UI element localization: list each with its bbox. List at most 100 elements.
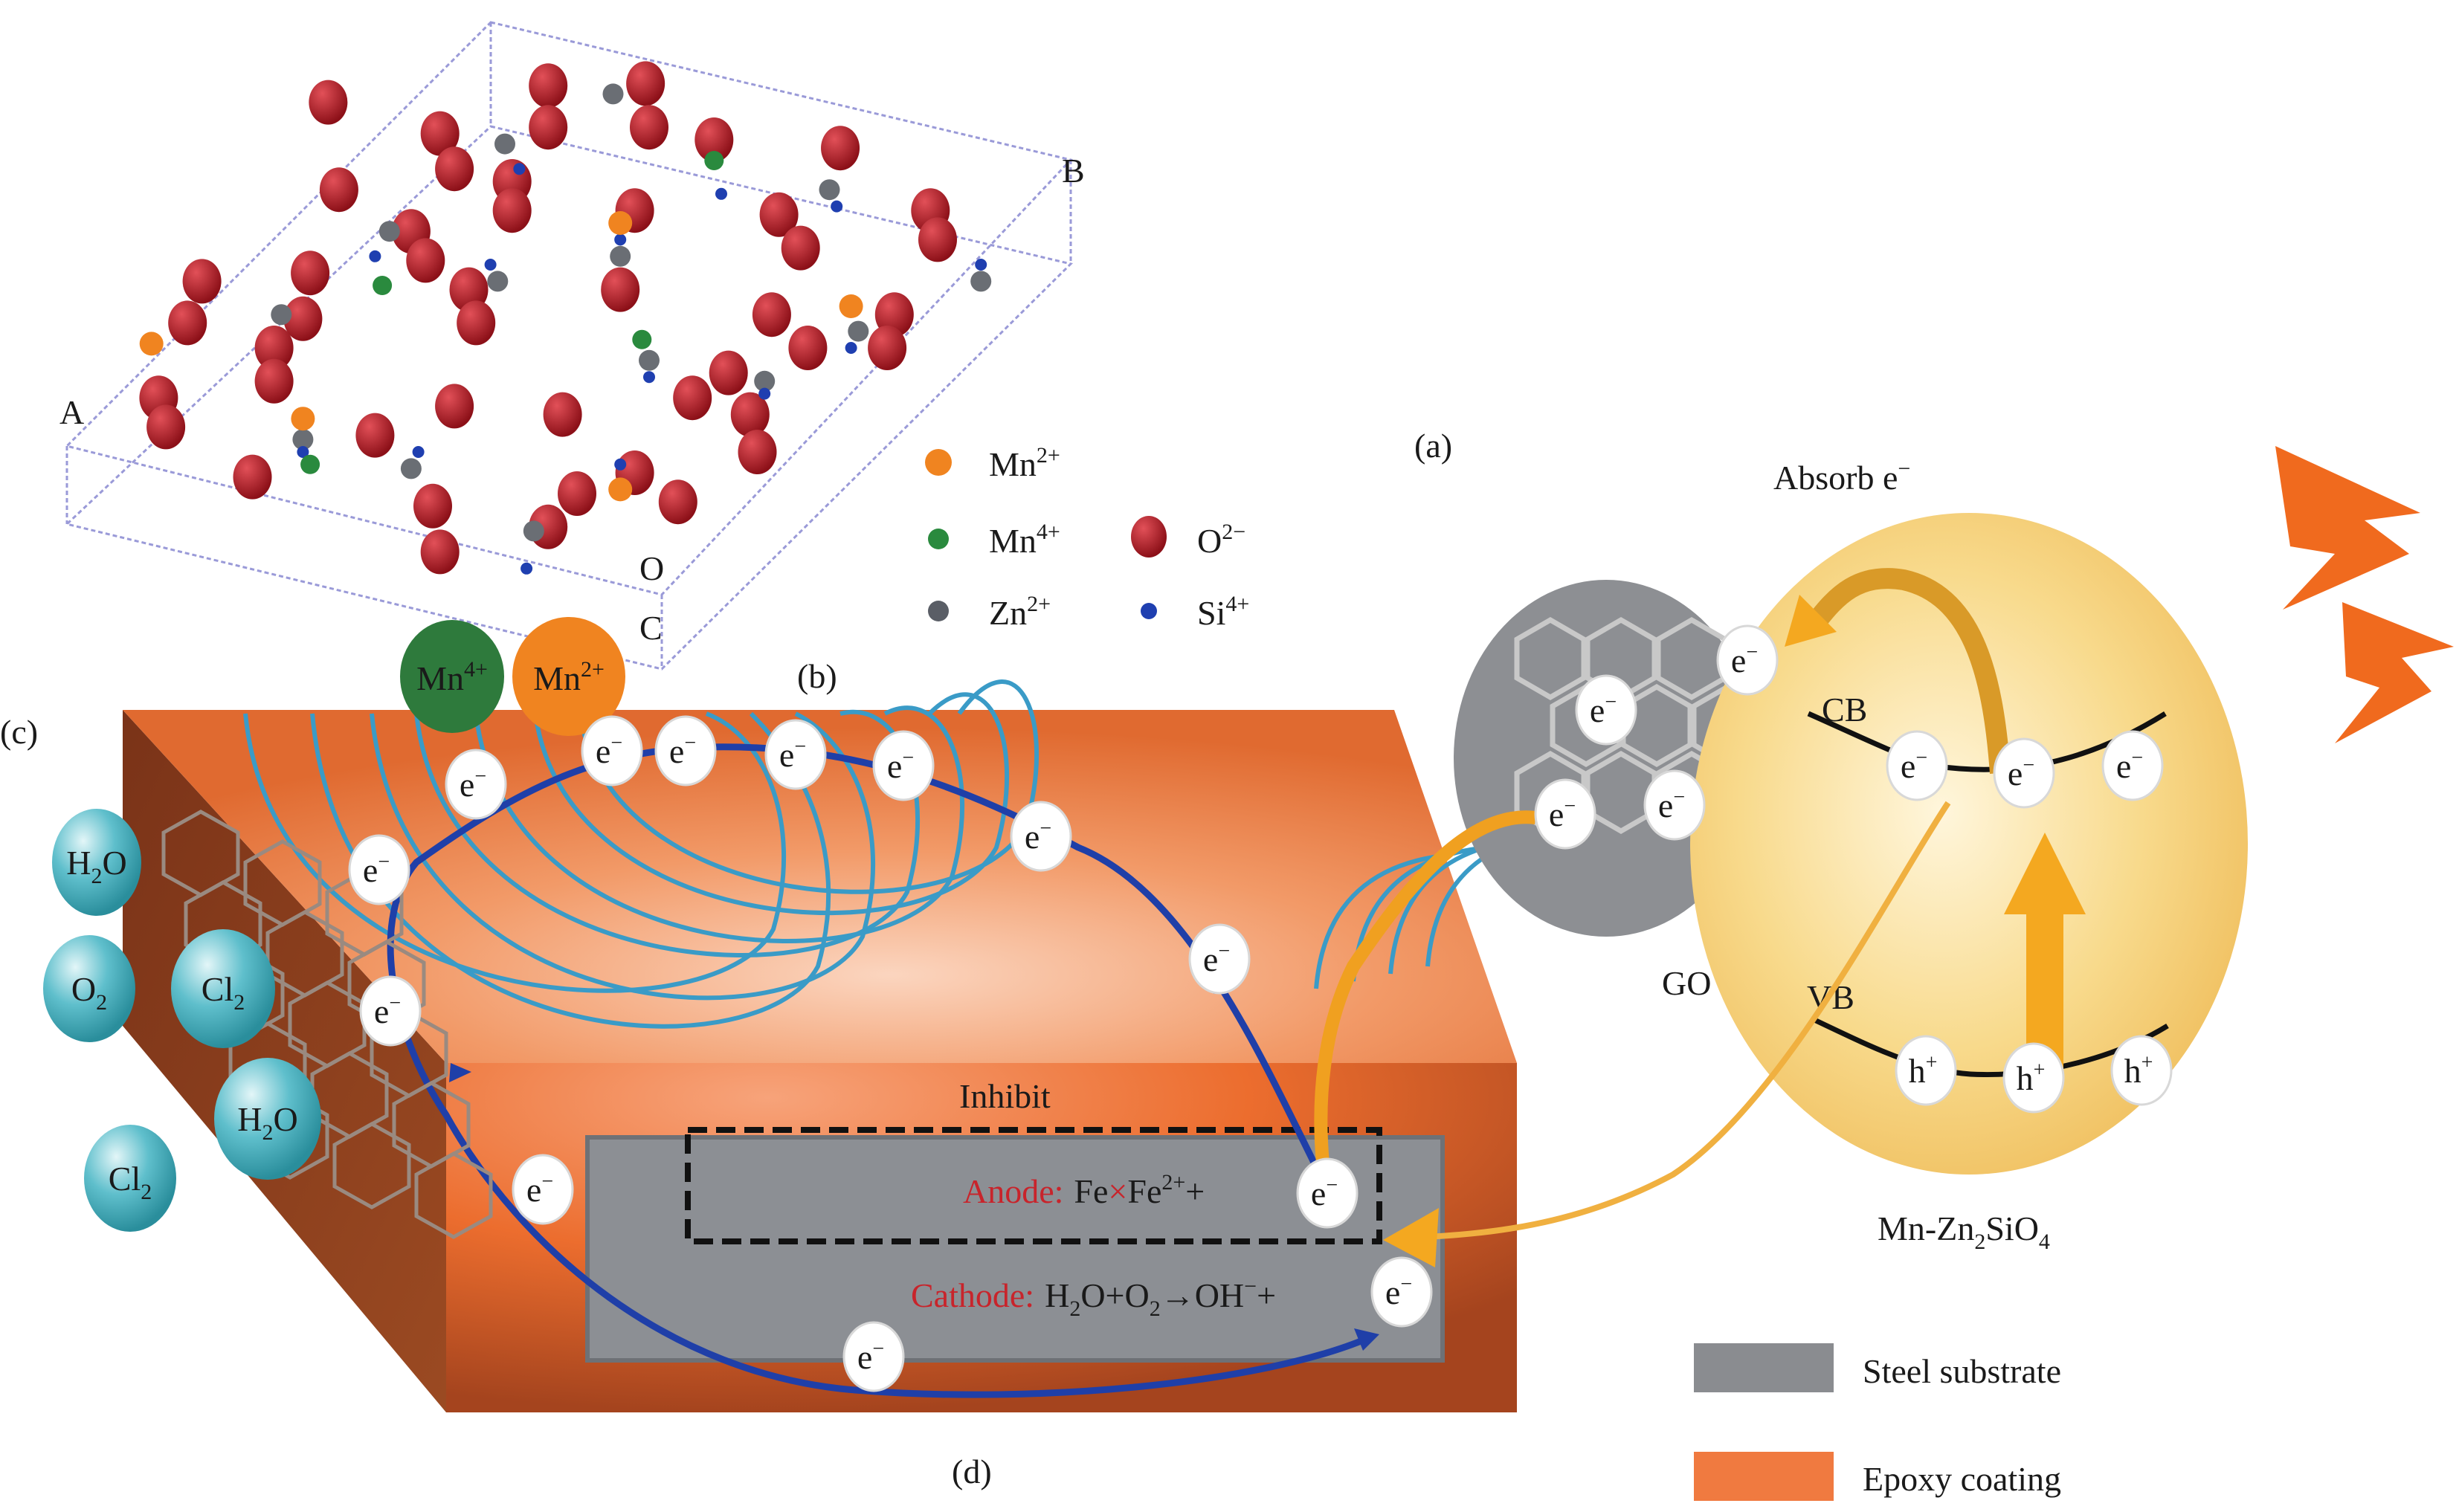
legend-item-si: Si4+ [1141,592,1249,632]
mn4-atom [632,329,652,349]
species-h2o-1: H2O [52,809,141,916]
zn-atom [378,221,400,242]
o-atom [630,105,668,150]
svg-text:e−: e− [374,992,401,1030]
o-atom [752,292,791,337]
svg-text:e−: e− [1901,746,1927,785]
legend-item-mn2: Mn2+ [925,443,1060,483]
svg-text:Zn2+: Zn2+ [989,592,1051,632]
electron: e− [842,1321,905,1392]
svg-text:O2−: O2− [1197,520,1245,560]
si-atom [484,259,497,271]
field-line [243,711,787,993]
electron: e− [1643,769,1706,841]
field-line [474,705,965,943]
substrate-arrow-head-icon [1383,1208,1439,1267]
unit-cell-box [64,21,1073,671]
svg-text:H2O: H2O [66,844,126,888]
zn-atom [487,271,509,292]
go-to-coating-arrow [1314,810,1537,1172]
legend-epoxy-coating: Epoxy coating [1694,1452,2061,1501]
zn-atom [639,349,660,371]
light-lightning-icon-2 [2335,602,2454,743]
o-atom [168,300,207,346]
current-arrow-down-icon [449,1063,471,1082]
svg-text:Cathode:H2O+O2→OH−+: Cathode:H2O+O2→OH−+ [911,1274,1276,1321]
svg-text:e−: e− [460,765,486,804]
o-atom [759,192,799,237]
go-ring [347,940,426,1027]
absorb-label: Absorb e− [1773,456,1910,497]
svg-text:Steel substrate: Steel substrate [1863,1352,2061,1390]
o-atom [709,350,748,395]
conduction-band-line [1807,711,2167,772]
zn-atom [292,429,314,450]
svg-text:h+: h+ [2017,1059,2046,1097]
epoxy-swatch-icon [1694,1452,1834,1501]
svg-text:Mn4+: Mn4+ [989,520,1060,560]
go-ring [332,1122,411,1209]
electron: e− [1296,1157,1359,1229]
electron: e− [1010,801,1072,872]
o-atom [435,146,474,192]
field-line [310,711,831,1029]
svg-text:e−: e− [2116,746,2143,785]
svg-text:Mn-Zn2SiO4: Mn-Zn2SiO4 [1878,1209,2050,1254]
electron: e− [445,749,507,820]
svg-text:e−: e− [1385,1273,1412,1311]
zn-atom [970,271,992,292]
panel-label-d: (d) [952,1453,992,1490]
panel-label-a: (a) [1414,427,1452,465]
o-atom [319,167,358,213]
si-atom [297,446,309,458]
si-atom [845,342,857,354]
ion-legend: Mn2+ Mn4+ Zn2+ O2− Si4+ [925,443,1249,632]
svg-text:e−: e− [1203,940,1230,978]
o-atom [529,63,568,109]
legend-item-mn4: Mn4+ [928,520,1060,560]
epoxy-coating-block: H2O O2 Cl2 H2O Cl2 Inhibit Anode:Fe×Fe2+… [43,679,1562,1412]
species-cl2-2: Cl2 [84,1125,176,1232]
panel-label-b: (b) [797,657,837,695]
o-atom [781,225,820,271]
electron: e− [359,975,422,1047]
o-atom [309,80,348,125]
mn-zn2sio4-particle [1690,513,2248,1175]
o-atom [673,375,712,421]
steel-substrate [585,1135,1445,1363]
mn2-dot-icon [925,449,952,476]
svg-text:Epoxy coating: Epoxy coating [1863,1460,2061,1498]
o-atom [283,296,323,341]
si-atom [369,250,381,262]
legend-steel-substrate: Steel substrate [1694,1343,2061,1392]
axis-label-o: O [639,549,664,587]
o-atom [233,454,272,500]
inhibit-label: Inhibit [959,1077,1051,1115]
field-line [370,711,876,1001]
si-atom [412,446,425,458]
electron: e− [764,719,827,790]
si-atom [643,371,655,384]
svg-text:e−: e− [857,1337,884,1376]
svg-text:e−: e− [2008,754,2034,792]
mn4-atom [373,276,393,295]
field-line [1314,853,1451,989]
o-atom [146,404,186,450]
charge-carriers: e−e−e−e−e−e−e−e−e−e−e−e−e−e−e−e−e−e−e−e−… [348,624,2173,1392]
svg-text:h+: h+ [1909,1051,1938,1090]
electron: e− [512,1154,574,1225]
o-atom [601,267,640,312]
o-atom [492,188,532,233]
axis-label-c: C [639,609,663,647]
electron-current-path [387,743,1370,1398]
mn2-atom [608,477,633,502]
anode-reaction: Anode:Fe×Fe2++ [963,1170,1205,1210]
electron: e− [581,715,643,786]
zn-atom [610,245,631,267]
svg-text:e−: e− [526,1170,553,1209]
zn-atom [494,133,515,155]
go-label: GO [1662,964,1711,1002]
si-atom [975,259,987,271]
zn-atom [523,520,544,542]
